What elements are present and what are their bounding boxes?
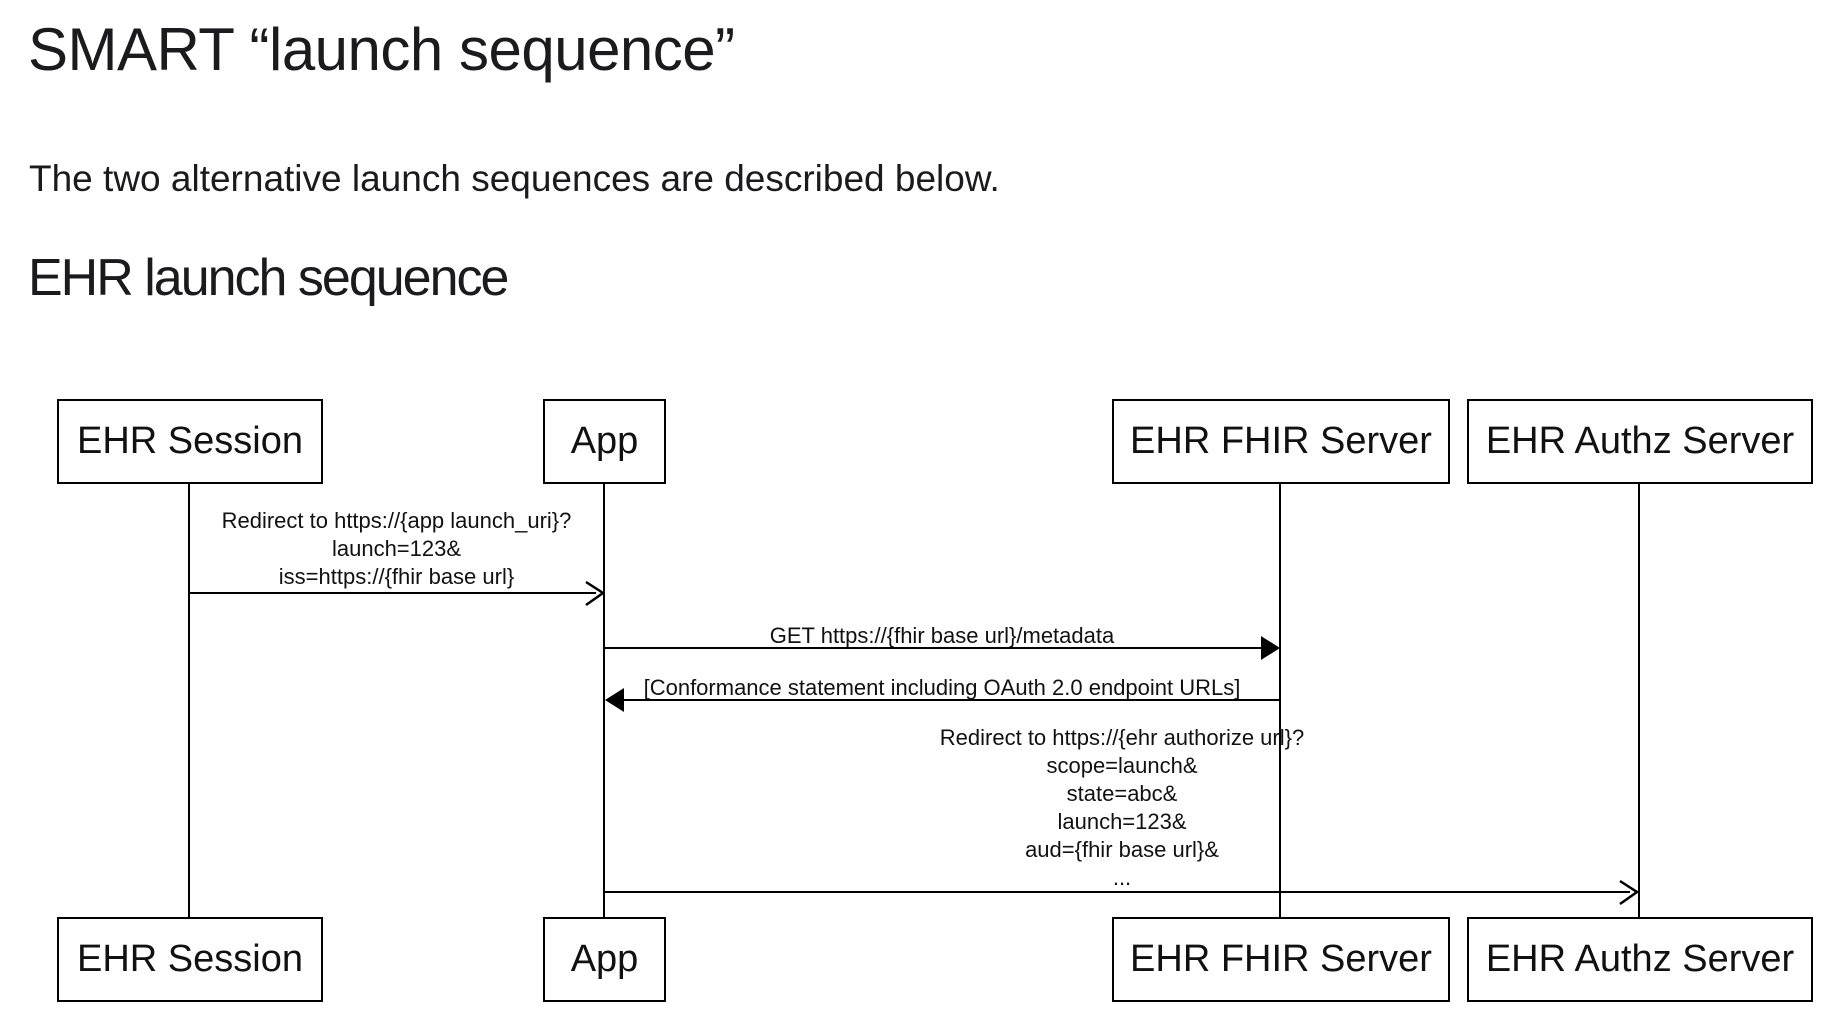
message-line: Redirect to https://{app launch_uri}? [221,508,572,533]
actor-box-ehr-fhir-server-bottom: EHR FHIR Server [1112,917,1450,1002]
actor-label: EHR Session [77,938,303,980]
filled-arrowhead-icon [1261,636,1280,660]
section-heading-ehr-launch: EHR launch sequence [28,249,509,307]
message-arrow-line [620,699,1280,701]
actor-label: EHR FHIR Server [1130,420,1432,462]
message-arrow-line [604,891,1630,893]
message-arrow-line [604,647,1264,649]
actor-label: EHR Session [77,420,303,462]
filled-arrowhead-icon [605,688,624,712]
actor-box-app-top: App [543,399,666,484]
message-line: ... [1112,865,1132,890]
lifeline-ehr-fhir-server [1279,484,1281,917]
actor-label: App [570,420,639,462]
actor-box-ehr-authz-server-top: EHR Authz Server [1467,399,1813,484]
actor-box-ehr-authz-server-bottom: EHR Authz Server [1467,917,1813,1002]
message-line: Redirect to https://{ehr authorize url}? [939,725,1305,750]
message-line: iss=https://{fhir base url} [278,564,515,589]
open-arrowhead-icon [1619,879,1639,906]
actor-label: EHR FHIR Server [1130,938,1432,980]
lifeline-ehr-session [188,484,190,917]
actor-box-ehr-session-top: EHR Session [57,399,323,484]
message-line: [Conformance statement including OAuth 2… [643,675,1241,700]
actor-box-app-bottom: App [543,917,666,1002]
message-line: launch=123& [1057,809,1187,834]
lifeline-ehr-authz-server [1638,484,1640,917]
intro-paragraph: The two alternative launch sequences are… [29,158,1000,199]
message-label-get-metadata: GET https://{fhir base url}/metadata [604,622,1280,650]
message-line: state=abc& [1066,781,1178,806]
actor-label: EHR Authz Server [1485,420,1795,462]
message-line: aud={fhir base url}& [1025,837,1219,862]
actor-box-ehr-fhir-server-top: EHR FHIR Server [1112,399,1450,484]
message-label-conformance-statement: [Conformance statement including OAuth 2… [604,674,1280,702]
page-title: SMART “launch sequence” [28,16,735,83]
message-line: GET https://{fhir base url}/metadata [769,623,1115,648]
message-label-redirect-authorize: Redirect to https://{ehr authorize url}?… [604,724,1640,892]
actor-box-ehr-session-bottom: EHR Session [57,917,323,1002]
lifeline-app [603,484,605,917]
message-arrow-line [189,592,596,594]
message-line: scope=launch& [1046,753,1198,778]
actor-label: App [570,938,639,980]
message-label-redirect-launch: Redirect to https://{app launch_uri}? la… [189,507,604,591]
open-arrowhead-icon [585,580,605,607]
actor-label: EHR Authz Server [1485,938,1795,980]
message-line: launch=123& [331,536,462,561]
